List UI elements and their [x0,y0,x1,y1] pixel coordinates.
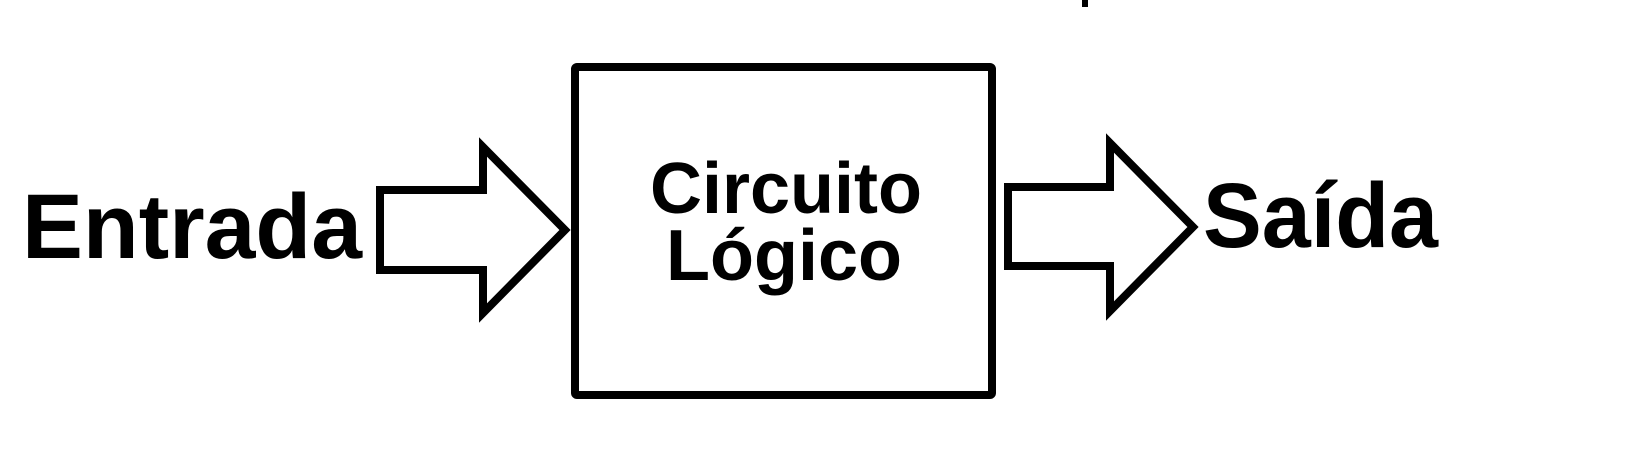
logic-circuit-label-line2: Lógico [666,216,902,296]
output-label: Saída [1203,165,1439,267]
output-arrow [1004,133,1199,321]
logic-circuit-box [571,63,996,399]
logic-circuit-label-line1: Circuito [650,149,922,229]
input-arrow [376,137,571,323]
input-label: Entrada [22,176,363,278]
